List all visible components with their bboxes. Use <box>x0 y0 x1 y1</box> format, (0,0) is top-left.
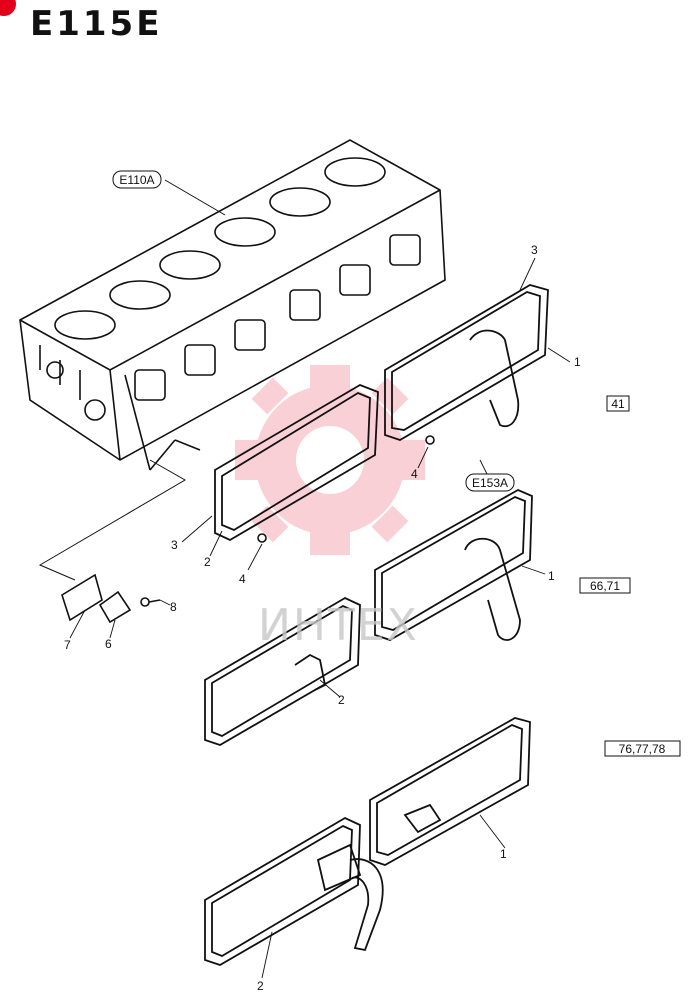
svg-text:E153A: E153A <box>472 476 508 490</box>
ref-cover: E153A <box>465 473 515 492</box>
part-label-4-right: 4 <box>411 467 418 481</box>
gear-watermark-icon <box>235 365 425 555</box>
part-label-1-top: 1 <box>574 355 581 369</box>
part-label-3-left: 3 <box>171 538 178 552</box>
svg-text:E110A: E110A <box>119 173 154 187</box>
model-code-41: 41 <box>606 395 630 412</box>
part-label-2-mid: 2 <box>338 693 345 707</box>
cylinder-bores <box>54 157 386 340</box>
ref-head: E110A <box>112 170 162 189</box>
svg-text:76,77,78: 76,77,78 <box>619 742 666 756</box>
part-label-6: 6 <box>105 637 112 651</box>
model-code-66-71: 66,71 <box>579 577 631 594</box>
leader-lines <box>38 179 226 581</box>
part-label-2-bottom: 2 <box>257 979 264 993</box>
part-label-2-left: 2 <box>204 555 211 569</box>
bottom-gasket-with-hose <box>204 816 384 966</box>
ports <box>134 234 421 401</box>
part-label-3-top: 3 <box>531 243 538 257</box>
small-parts <box>61 435 435 624</box>
gasket-with-elbow <box>204 596 361 746</box>
part-label-1-mid: 1 <box>548 569 555 583</box>
side-cover-41 <box>384 284 549 441</box>
page-title: E115E <box>30 4 163 44</box>
side-cover-76-77-78 <box>369 717 531 866</box>
svg-text:41: 41 <box>611 397 625 411</box>
part-label-7: 7 <box>64 638 71 652</box>
model-code-76-77-78: 76,77,78 <box>604 740 681 757</box>
cylinder-head <box>19 139 446 471</box>
part-label-8: 8 <box>170 600 177 614</box>
watermark-text: ИНТЕХ <box>258 600 419 651</box>
part-label-4-left: 4 <box>239 572 246 586</box>
svg-text:66,71: 66,71 <box>590 579 620 593</box>
part-label-1-bottom: 1 <box>500 847 507 861</box>
corner-logo-mark <box>0 0 16 16</box>
label-leaders <box>69 257 571 979</box>
side-cover-66-71 <box>374 488 533 641</box>
gasket-pair-left <box>214 384 379 542</box>
